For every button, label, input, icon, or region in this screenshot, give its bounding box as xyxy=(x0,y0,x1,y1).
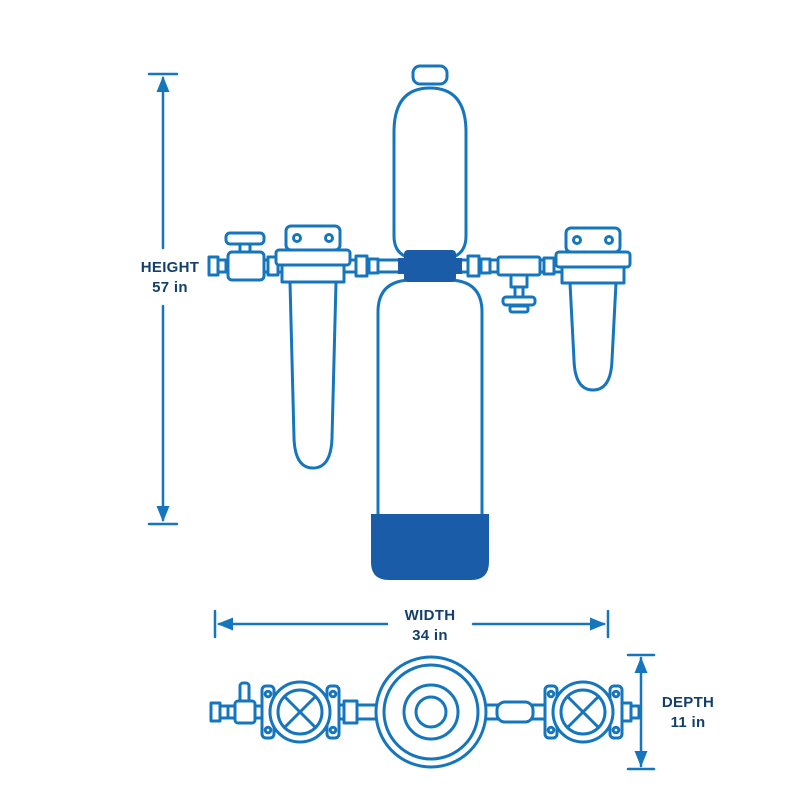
width-dimension: WIDTH 34 in xyxy=(213,607,610,644)
front-view xyxy=(207,64,632,580)
tank-base xyxy=(371,514,489,580)
width-label: WIDTH xyxy=(405,607,456,624)
depth-dimension: DEPTH 11 in xyxy=(626,653,714,771)
tee-fitting xyxy=(496,255,542,277)
bracket-screw xyxy=(611,725,621,735)
arrowhead-up xyxy=(156,76,170,92)
arrowhead-down xyxy=(156,506,170,522)
tank-opening xyxy=(414,695,448,729)
plan-fitting xyxy=(629,704,641,720)
prefilter-housing xyxy=(288,280,338,470)
plan-tank xyxy=(374,655,488,769)
cap-cross xyxy=(566,695,600,729)
bracket-screw xyxy=(572,235,582,245)
union-nut xyxy=(367,257,380,275)
tee-branch xyxy=(509,273,529,289)
union-nut xyxy=(542,256,556,276)
tank-clamp xyxy=(398,258,404,274)
plan-pre-filter xyxy=(260,680,341,744)
tank-valve-head xyxy=(404,250,456,282)
height-label: HEIGHT xyxy=(141,259,199,276)
sample-valve xyxy=(496,255,556,314)
post-filter xyxy=(554,226,632,392)
valve-body xyxy=(226,250,266,282)
bracket-screw xyxy=(263,689,273,699)
bracket-screw xyxy=(292,233,302,243)
union-nut xyxy=(479,257,492,275)
height-value: 57 in xyxy=(152,279,188,296)
valve-handle xyxy=(224,231,266,246)
postfilter-cap xyxy=(560,265,626,285)
inlet-fitting xyxy=(216,258,228,274)
plan-inlet-valve xyxy=(209,681,264,725)
union-nut xyxy=(354,254,369,278)
width-value: 34 in xyxy=(412,627,448,644)
pre-filter xyxy=(274,224,352,470)
height-dimension: HEIGHT 57 in xyxy=(141,72,199,526)
main-tank xyxy=(376,278,484,520)
union-nut xyxy=(466,254,481,278)
tank-outer-ring xyxy=(374,655,488,769)
arrowhead-left xyxy=(217,617,233,631)
arrowhead-down xyxy=(634,751,648,767)
bracket-screw xyxy=(604,235,614,245)
tank-flange-ring xyxy=(382,663,480,761)
bracket-screw xyxy=(324,233,334,243)
tank-clamp xyxy=(456,258,462,274)
plan-post-filter xyxy=(543,680,641,744)
upper-tank-cap xyxy=(411,64,449,86)
plan-filter-inner xyxy=(276,688,324,736)
union-nut xyxy=(342,699,359,725)
cap-cross xyxy=(283,695,317,729)
bracket-screw xyxy=(546,689,556,699)
bracket-screw xyxy=(328,725,338,735)
arrowhead-up xyxy=(634,657,648,673)
union-capsule xyxy=(495,700,535,724)
inlet-valve xyxy=(207,231,280,282)
depth-value: 11 in xyxy=(671,714,706,731)
arrowhead-right xyxy=(590,617,606,631)
postfilter-cap-flange xyxy=(554,250,632,269)
bracket-screw xyxy=(611,689,621,699)
depth-label: DEPTH xyxy=(662,694,714,711)
bracket-screw xyxy=(328,689,338,699)
plan-filter-inner xyxy=(559,688,607,736)
tank-neck-ring xyxy=(402,683,460,741)
plan-fitting xyxy=(218,704,230,720)
sample-valve-handle xyxy=(501,295,537,307)
prefilter-cap xyxy=(280,263,346,284)
bracket-screw xyxy=(263,725,273,735)
upper-tank xyxy=(392,86,468,260)
bracket-screw xyxy=(546,725,556,735)
plan-valve-body xyxy=(233,699,257,725)
top-view xyxy=(209,655,641,769)
prefilter-cap-flange xyxy=(274,248,352,267)
sample-valve-handle xyxy=(508,304,530,314)
postfilter-housing xyxy=(568,281,618,392)
